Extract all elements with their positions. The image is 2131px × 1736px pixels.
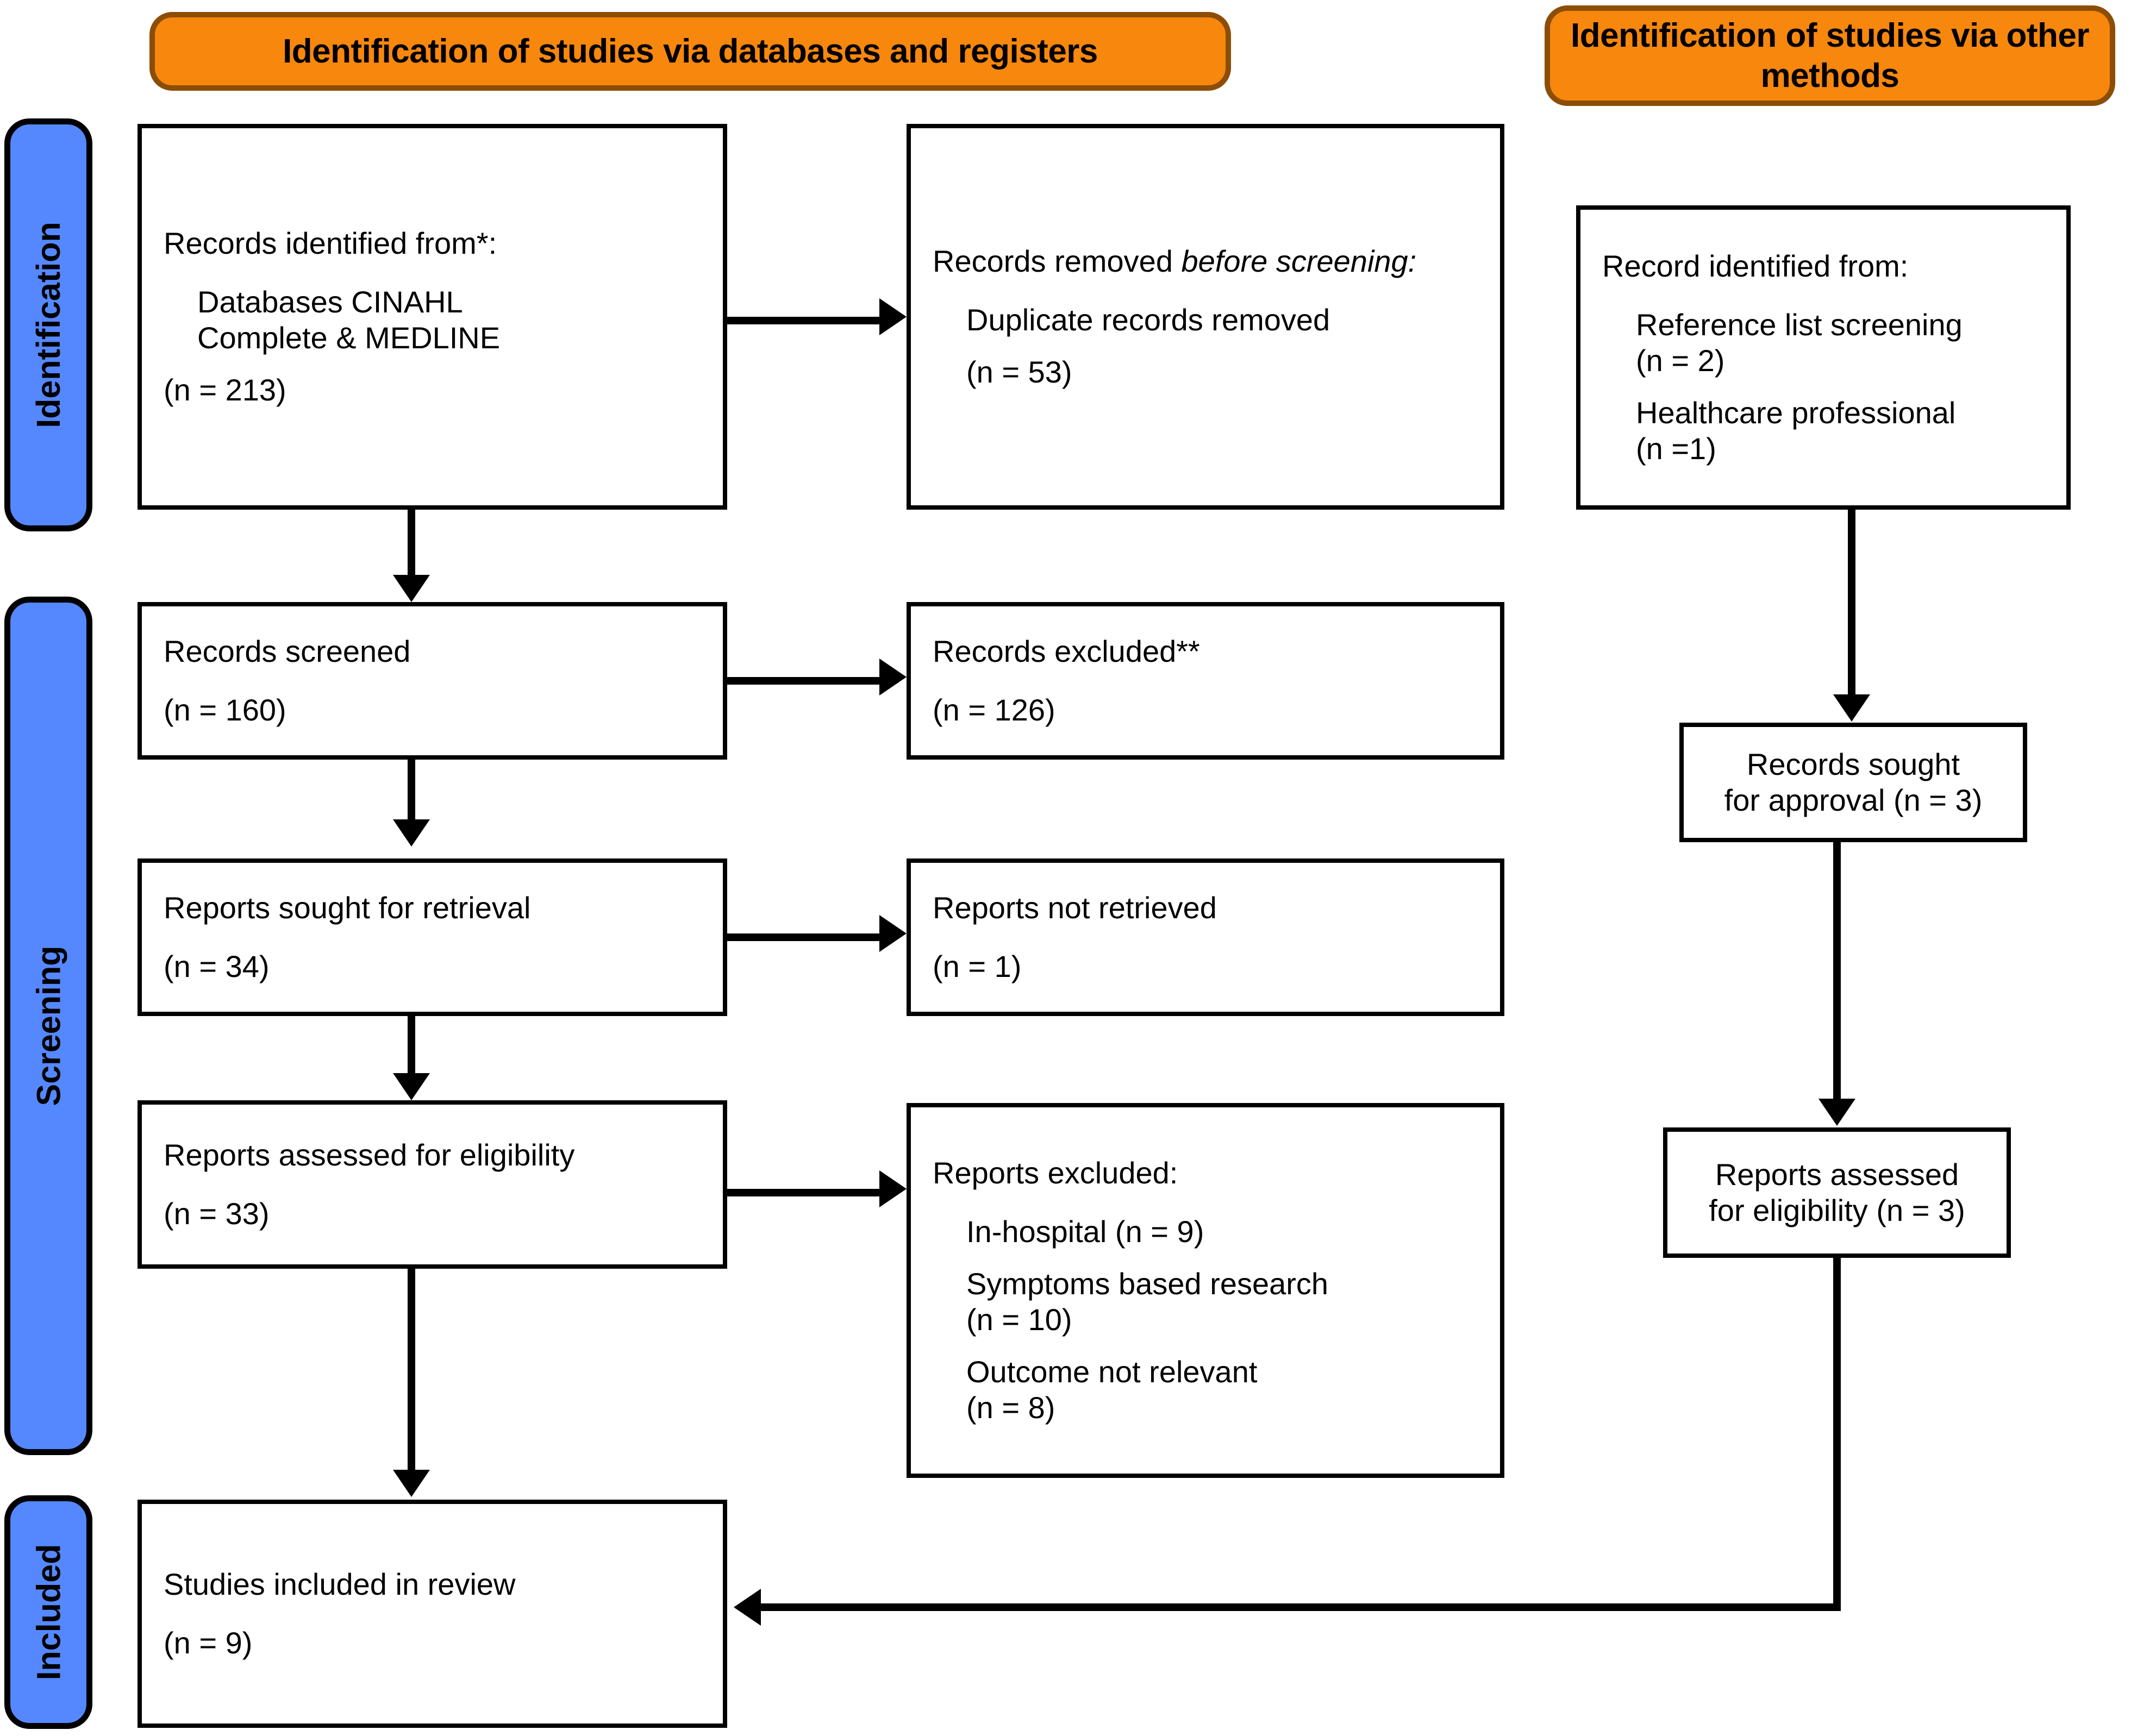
record-other-item1: Reference list screening [1636, 307, 1963, 342]
box-reports-excluded: Reports excluded: In-hospital (n = 9) Sy… [907, 1103, 1504, 1478]
connector-assessed-to-excluded [727, 1189, 879, 1196]
connector-assessed-other-elbow-vertical [1833, 1258, 1841, 1611]
records-removed-title-pre: Records removed [933, 243, 1182, 278]
records-identified-line2: Complete & MEDLINE [197, 321, 501, 355]
reports-not-retrieved-count: (n = 1) [933, 949, 1022, 983]
reports-assessed-title: Reports assessed for eligibility [164, 1137, 575, 1172]
header-databases-label: Identification of studies via databases … [283, 32, 1098, 70]
records-removed-title-italic: before screening [1181, 243, 1408, 278]
box-reports-assessed-other: Reports assessed for eligibility (n = 3) [1663, 1127, 2011, 1258]
phase-label-identification: Identification [4, 118, 92, 531]
phase-label-included: Included [4, 1495, 92, 1729]
records-sought-approval-line2: for approval (n = 3) [1724, 783, 1983, 817]
arrowhead-assessed-to-included [393, 1470, 430, 1497]
records-identified-count: (n = 213) [164, 373, 286, 408]
reports-excluded-reason-3-count: (n = 8) [966, 1390, 1055, 1425]
records-screened-count: (n = 160) [164, 693, 286, 727]
arrowhead-sought-approval-to-assessed-other [1818, 1099, 1855, 1126]
reports-excluded-reason-2-count: (n = 10) [966, 1302, 1072, 1337]
arrowhead-other-to-sought-approval [1833, 694, 1870, 722]
box-record-identified-other: Record identified from: Reference list s… [1576, 205, 2071, 510]
records-excluded-title: Records excluded** [933, 634, 1200, 668]
connector-screened-to-excluded [727, 677, 879, 685]
connector-identified-to-removed [727, 317, 879, 324]
connector-screened-to-sought [408, 760, 415, 819]
record-other-item2: Healthcare professional [1636, 396, 1956, 430]
arrowhead-sought-to-assessed [393, 1073, 430, 1100]
records-removed-line1: Duplicate records removed [966, 302, 1330, 337]
box-records-sought-approval: Records sought for approval (n = 3) [1679, 723, 2027, 842]
records-removed-count: (n = 53) [966, 355, 1072, 390]
reports-not-retrieved-title: Reports not retrieved [933, 890, 1217, 925]
reports-sought-count: (n = 34) [164, 949, 270, 983]
record-other-title: Record identified from: [1602, 248, 1909, 283]
box-records-identified: Records identified from*: Databases CINA… [138, 124, 727, 510]
reports-assessed-other-line2: for eligibility (n = 3) [1709, 1193, 1965, 1227]
connector-assessed-to-included [408, 1269, 415, 1470]
header-databases-registers: Identification of studies via databases … [149, 12, 1231, 91]
reports-excluded-reason-2: Symptoms based research [966, 1266, 1329, 1301]
reports-assessed-other-line1: Reports assessed [1715, 1157, 1959, 1192]
box-records-excluded: Records excluded** (n = 126) [907, 602, 1504, 760]
header-other-methods: Identification of studies via other meth… [1545, 5, 2115, 106]
connector-identified-to-screened [408, 510, 415, 575]
box-reports-sought-retrieval: Reports sought for retrieval (n = 34) [138, 858, 727, 1016]
arrowhead-screened-to-sought [393, 819, 430, 847]
phase-included-text: Included [30, 1544, 67, 1681]
studies-included-count: (n = 9) [164, 1626, 253, 1660]
connector-sought-to-not-retrieved [727, 933, 879, 941]
arrowhead-identified-to-removed [879, 298, 907, 335]
studies-included-title: Studies included in review [164, 1566, 516, 1601]
box-reports-assessed-eligibility: Reports assessed for eligibility (n = 33… [138, 1100, 727, 1269]
arrowhead-identified-to-screened [393, 575, 430, 602]
phase-label-screening: Screening [4, 597, 92, 1455]
records-identified-line1: Databases CINAHL [197, 284, 463, 319]
connector-other-to-sought-approval [1848, 510, 1855, 694]
reports-excluded-title: Reports excluded: [933, 1155, 1178, 1190]
records-sought-approval-line1: Records sought [1746, 747, 1960, 781]
box-studies-included: Studies included in review (n = 9) [138, 1500, 727, 1728]
arrowhead-screened-to-excluded [879, 659, 907, 695]
reports-excluded-reason-1: In-hospital (n = 9) [966, 1214, 1204, 1249]
phase-screening-text: Screening [30, 945, 67, 1106]
connector-sought-approval-to-assessed-other [1833, 842, 1841, 1099]
connector-assessed-other-elbow-horizontal [761, 1603, 1841, 1611]
header-other-label: Identification of studies via other meth… [1571, 17, 2089, 95]
records-excluded-count: (n = 126) [933, 693, 1055, 727]
record-other-item2-count: (n =1) [1636, 431, 1716, 466]
box-records-removed: Records removed before screening: Duplic… [907, 124, 1504, 510]
records-removed-title-post: : [1408, 243, 1417, 278]
reports-sought-title: Reports sought for retrieval [164, 890, 531, 925]
records-screened-title: Records screened [164, 634, 411, 668]
arrowhead-assessed-to-excluded [879, 1170, 907, 1207]
box-records-screened: Records screened (n = 160) [138, 602, 727, 760]
phase-identification-text: Identification [30, 222, 67, 428]
records-identified-title: Records identified from*: [164, 225, 497, 260]
arrowhead-assessed-other-to-included [734, 1589, 761, 1626]
record-other-item1-count: (n = 2) [1636, 343, 1725, 378]
box-reports-not-retrieved: Reports not retrieved (n = 1) [907, 858, 1504, 1016]
arrowhead-sought-to-not-retrieved [879, 915, 907, 952]
records-removed-title: Records removed before screening: [933, 243, 1478, 279]
connector-sought-to-assessed [408, 1016, 415, 1073]
reports-assessed-count: (n = 33) [164, 1196, 270, 1231]
reports-excluded-reason-3: Outcome not relevant [966, 1355, 1258, 1389]
